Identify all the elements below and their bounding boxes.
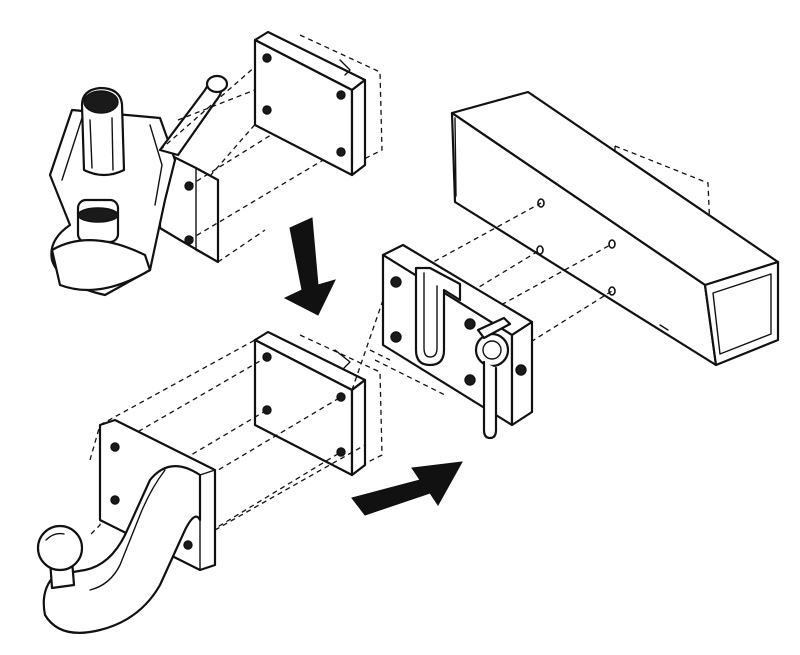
upper-adapter-plate [253, 30, 383, 177]
jaw-pin-shading [89, 117, 114, 171]
block-alignment-lines [351, 299, 446, 396]
upper-plate-hidden [299, 34, 383, 161]
pin-coupling-jaw [48, 74, 229, 297]
lock-lever-handle [482, 360, 498, 440]
swap-down-arrow [283, 217, 336, 316]
mount-block-slot [414, 266, 462, 367]
lower-plate-notch [334, 349, 351, 369]
tow-ball-highlight [45, 532, 65, 541]
lock-lever-top [476, 316, 512, 340]
receiver-near-edge [454, 117, 457, 197]
receiver-hole-4 [608, 286, 616, 296]
receiver-mark [659, 324, 669, 331]
tow-flange-bolt-4 [183, 540, 193, 550]
upper-plate-hole-3 [262, 105, 272, 115]
tow-flange-hidden [89, 424, 101, 536]
upper-plate-hole-2 [336, 90, 346, 100]
upper-plate-hole-4 [336, 147, 346, 157]
lower-plate-hole-4 [336, 447, 346, 457]
receiver-opening [712, 273, 772, 355]
tow-flange-edge [199, 469, 216, 571]
jaw-lever-knob [205, 74, 229, 94]
jaw-body-edges [61, 117, 163, 206]
tow-neck-shading [89, 469, 166, 591]
jaw-pin-top [83, 90, 119, 114]
mount-arrow-icon [351, 461, 463, 516]
upper-plate-hole-1 [262, 53, 272, 63]
mount-block-bolt-1 [390, 276, 402, 288]
mount-block-bolt-3 [464, 318, 476, 330]
mount-block-bolt-2 [390, 331, 402, 343]
upper-plate-side [350, 78, 367, 177]
lock-knob-icon [474, 332, 510, 368]
lower-adapter-plate [253, 330, 383, 477]
lock-knob-bolt [515, 364, 527, 376]
lower-plate-side [350, 378, 367, 477]
lower-plate-hole-2 [336, 392, 346, 402]
quick-release-mount-block [381, 243, 534, 440]
tow-neck-arm [42, 465, 202, 634]
upper-plate-notch [339, 59, 351, 76]
mount-block-slot-inner [423, 272, 438, 358]
jaw-mouth [50, 239, 152, 292]
receiver-hidden-edges [614, 145, 711, 231]
mount-arrow [351, 461, 463, 516]
jaw-lower-pin-ring [77, 207, 119, 223]
lock-knob-inner [482, 340, 502, 360]
down-arrow-icon [283, 217, 336, 316]
tow-ball-icon [36, 524, 84, 572]
tow-ball-hook [36, 418, 217, 634]
lower-plate-hidden [299, 334, 383, 466]
tow-flange-bolt-3 [110, 495, 120, 505]
lower-plate-hole-3 [262, 405, 272, 415]
receiver-hole-2 [536, 245, 544, 255]
receiver-end-face [703, 260, 780, 367]
jaw-lever [158, 81, 223, 157]
square-receiver-tube [450, 90, 780, 367]
mount-block-bolt-4 [464, 374, 476, 386]
tow-flange-bolt-1 [110, 442, 120, 452]
